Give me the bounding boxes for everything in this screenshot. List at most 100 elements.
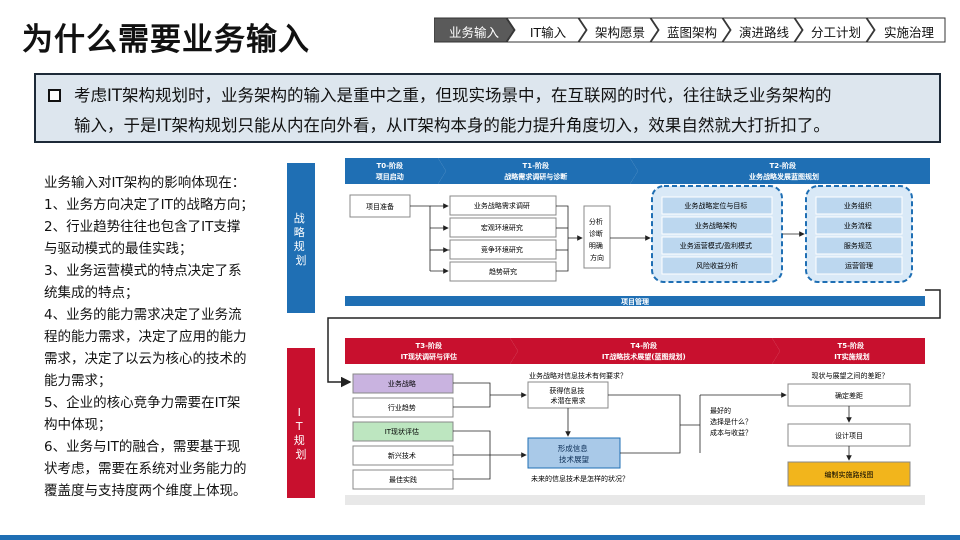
t2-g1-box-3: [661, 236, 773, 255]
nav-step-plan[interactable]: 分工计划: [810, 25, 861, 40]
impact-line: 统集成的特点；: [44, 285, 139, 301]
t4-box-2-line: 形成信息: [558, 443, 588, 453]
phase-header-t1: [438, 158, 638, 184]
phase-t2-name: 业务战略发展蓝图规划: [749, 172, 819, 181]
t4-box-1-line: 获得信息技: [549, 386, 584, 395]
svg-text:业务组织 业务流程 服务规范 运营管: 业务组织 业务流程 服务规范 运营管理: [844, 201, 874, 270]
t1-box-4-label: 趋势研究: [489, 267, 517, 276]
phase-header-t5: [772, 338, 925, 364]
t2-g1-label: 业务运营模式/盈利模式: [680, 241, 752, 250]
impact-line: 1、业务方向决定了IT的战略方向；: [44, 197, 254, 213]
t5-box-3: [787, 461, 911, 487]
nav-step-governance[interactable]: 实施治理: [883, 25, 934, 40]
t1-box-4: [449, 261, 557, 282]
t1-box-2: [449, 217, 557, 238]
t3-box-1: [352, 373, 454, 394]
t5-box-3-label: 编制实施路线图: [825, 470, 874, 479]
phase-t0-name: 项目启动: [376, 172, 404, 181]
t3-box-3: [352, 421, 454, 442]
bottom-divider-bar: [345, 495, 925, 505]
t1-box-3-label: 竞争环境研究: [481, 245, 523, 254]
phase-header-t2: [630, 158, 930, 184]
t2-g1-box-1: [661, 196, 773, 215]
t1-analysis-line: 分析: [589, 217, 603, 226]
strategy-side-bar: [287, 163, 315, 313]
impact-list: 业务输入对IT架构的影响体现在： 1、业务方向决定了IT的战略方向； 2、行业趋…: [44, 172, 274, 502]
nav-step-it-input[interactable]: IT输入: [529, 25, 567, 40]
callout-box: 考虑IT架构规划时，业务架构的输入是重中之重，但现实场景中，在互联网的时代，往往…: [34, 73, 941, 143]
impact-line: 能力需求；: [44, 373, 112, 389]
t2-g1-label: 风险收益分析: [696, 261, 738, 270]
t5-box-2-label: 设计项目: [835, 431, 863, 440]
phase-t4-name: IT战略技术展望(蓝图规划): [602, 352, 686, 361]
svg-text:分析 诊断 明确 方向: 分析 诊断 明确 方向: [589, 217, 605, 262]
phase-connector-arrow: [327, 289, 941, 388]
t4-question-2: 未来的信息技术是怎样的状况？: [531, 474, 629, 483]
svg-text:最好的 选择是什么？ 成本与收益？: 最好的 选择是什么？ 成本与收益？: [710, 406, 754, 437]
svg-text:业务战略 行业趋势 IT现状评估 新: 业务战略 行业趋势 IT现状评估 新兴技术 最佳实践: [385, 379, 422, 484]
nav-step-bg-2: [578, 17, 659, 43]
t4-question-3: 选择是什么？: [710, 417, 752, 426]
callout-line-1: 考虑IT架构规划时，业务架构的输入是重中之重，但现实场景中，在互联网的时代，往往…: [74, 86, 832, 105]
t2-g1-box-2: [661, 216, 773, 235]
phase-t1-stage: T1-阶段: [523, 161, 550, 170]
nav-step-bg-0: [434, 17, 515, 43]
strategy-label: 战 略 规 划: [294, 212, 309, 267]
impact-line: 业务输入对IT架构的影响体现在：: [44, 175, 246, 191]
t3-box-2: [352, 397, 454, 418]
page-title: 为什么需要业务输入: [22, 22, 310, 58]
phase-t0-stage: T0-阶段: [377, 161, 404, 170]
t2-g1-box-4: [661, 256, 773, 275]
impact-line: 与驱动模式的最佳实践；: [44, 241, 193, 257]
t1-analysis-box: [583, 205, 611, 269]
nav-step-blueprint[interactable]: 蓝图架构: [666, 25, 717, 40]
phase-t4-stage: T4-阶段: [631, 341, 658, 350]
t3-box-5: [352, 469, 454, 490]
phase-header-t0: [345, 158, 446, 184]
nav-step-vision[interactable]: 架构愿景: [594, 25, 645, 40]
phase-t2-stage: T2-阶段: [770, 161, 797, 170]
t5-box-1-label: 确定差距: [835, 391, 863, 400]
nav-step-bg-5: [794, 17, 875, 43]
t0-box-label: 项目准备: [366, 202, 394, 211]
nav-step-bg-1: [506, 17, 587, 43]
t3-box-label: IT现状评估: [385, 427, 419, 436]
t1-box-2-label: 宏观环境研究: [481, 223, 523, 232]
phase-header-t3: [345, 338, 518, 364]
svg-text:业务战略定位与目标 业务战略架构 业务运营模: 业务战略定位与目标 业务战略架构 业务运营模式/盈利模式 风险收益分析: [680, 201, 755, 270]
impact-line: 状考虑，需要在系统对业务能力的: [44, 461, 247, 477]
impact-line: 3、业务运营模式的特点决定了系: [44, 263, 242, 279]
t2-g2-box-3: [815, 236, 903, 255]
phase-t5-stage: T5-阶段: [838, 341, 865, 350]
callout-line-2: 输入，于是IT架构规划只能从内在向外看，从IT架构本身的能力提升角度切入，效果自…: [74, 116, 830, 135]
svg-text:业务战略需求调研 宏观环境研究 竞争环境研究: 业务战略需求调研 宏观环境研究 竞争环境研究 趋势研究: [474, 201, 532, 276]
nav-step-roadmap[interactable]: 演进路线: [738, 25, 789, 40]
phase-header-t4: [510, 338, 780, 364]
t1-analysis-line: 明确: [589, 241, 603, 250]
t2-g1-label: 业务战略定位与目标: [684, 201, 747, 210]
footer-accent-bar: [0, 535, 960, 540]
phase-t5-name: IT实施规划: [834, 352, 869, 361]
it-side-bar: [287, 348, 315, 498]
nav-step-business-input[interactable]: 业务输入: [448, 25, 499, 40]
t2-g2-box-4: [815, 256, 903, 275]
t5-question: 现状与展望之间的差距？: [812, 371, 889, 380]
t3-box-label: 业务战略: [388, 379, 416, 388]
svg-text:T3-阶段 IT现状调研与评估 T4-阶段: T3-阶段 IT现状调研与评估 T4-阶段 IT战略技术展望(蓝图规划) T5-…: [401, 341, 870, 361]
impact-line: 6、业务与IT的融合，需要基于现: [44, 439, 241, 455]
svg-text:获得信息技 术潜在需求: 获得信息技 术潜在需求: [549, 386, 586, 405]
impact-line: 需求，决定了以云为核心的技术的: [44, 351, 247, 367]
t2-g2-box-1: [815, 196, 903, 215]
phase-t1-name: 战略需求调研与诊断: [504, 172, 567, 181]
project-management-bar: [345, 296, 925, 306]
t4-question-3: 成本与收益？: [710, 428, 752, 437]
t2-g2-label: 运营管理: [845, 261, 873, 270]
t1-analysis-line: 诊断: [589, 229, 603, 238]
phase-t3-name: IT现状调研与评估: [401, 352, 457, 361]
t3-box-label: 行业趋势: [388, 403, 416, 412]
t2-g1-label: 业务战略架构: [695, 221, 737, 230]
t1-box-1: [449, 195, 557, 216]
t3-box-label: 最佳实践: [389, 475, 417, 484]
t2-g2-box-2: [815, 216, 903, 235]
